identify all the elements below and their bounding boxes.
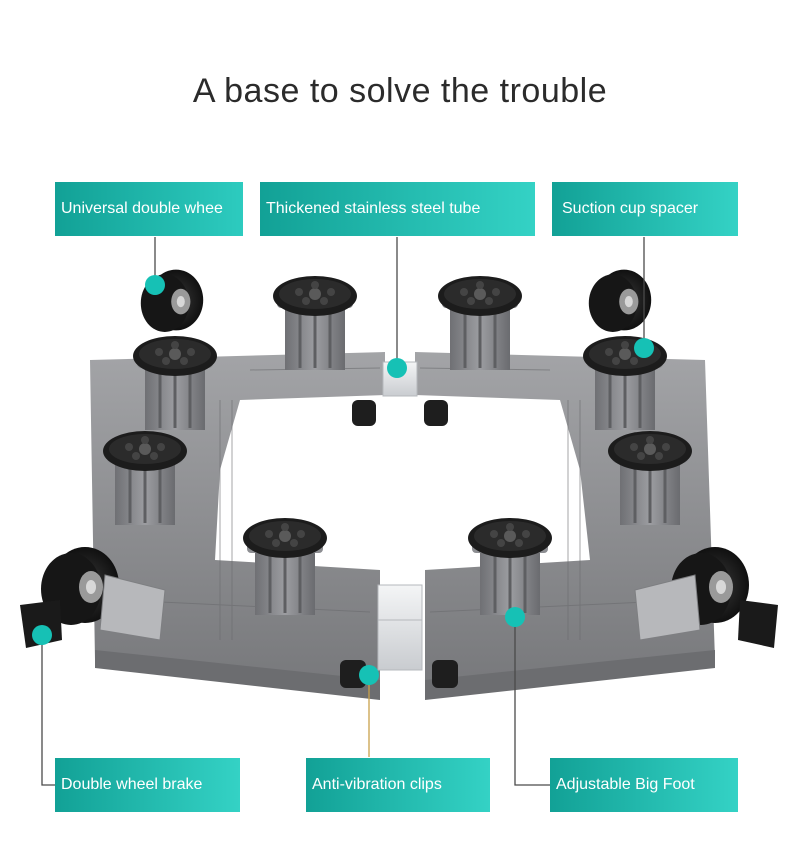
label-text: Suction cup spacer (562, 200, 699, 217)
label-thickened-stainless-steel-tube: Thickened stainless steel tube (260, 182, 535, 236)
label-universal-double-wheel: Universal double whee (55, 182, 243, 236)
label-double-wheel-brake: Double wheel brake (55, 758, 240, 812)
label-text: Adjustable Big Foot (556, 776, 695, 793)
label-adjustable-big-foot: Adjustable Big Foot (550, 758, 738, 812)
label-text: Universal double whee (61, 200, 223, 217)
callout-marker-anti-vibration (359, 665, 379, 685)
callout-marker-suction-cup (634, 338, 654, 358)
callout-marker-big-foot (505, 607, 525, 627)
page-title: A base to solve the trouble (192, 72, 608, 110)
callout-marker-universal-wheel (145, 275, 165, 295)
label-text: Double wheel brake (61, 776, 203, 793)
label-text: Anti-vibration clips (312, 776, 442, 793)
callout-marker-steel-tube (387, 358, 407, 378)
label-anti-vibration-clips: Anti-vibration clips (306, 758, 490, 812)
callout-marker-wheel-brake (32, 625, 52, 645)
label-text: Thickened stainless steel tube (266, 200, 481, 217)
label-suction-cup-spacer: Suction cup spacer (552, 182, 738, 236)
